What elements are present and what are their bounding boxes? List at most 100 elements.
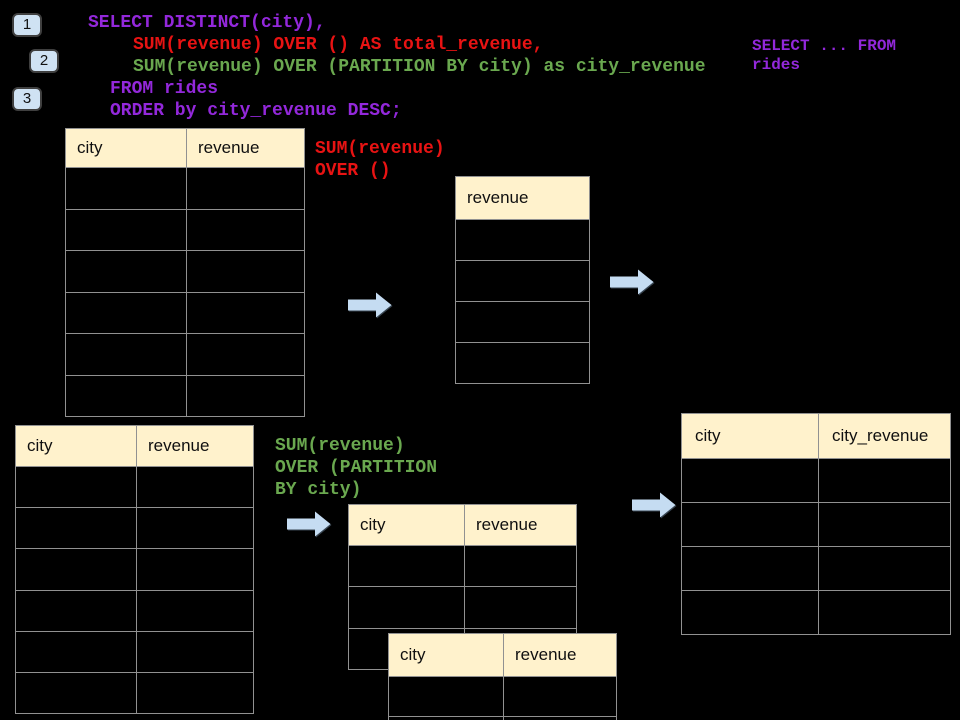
column-header-city: city — [695, 426, 721, 445]
table-row — [682, 546, 950, 590]
column-header-revenue: revenue — [503, 634, 616, 676]
empty-cell — [16, 467, 136, 507]
annotation-partition-line-2: OVER (PARTITION — [275, 458, 438, 478]
table-row — [682, 590, 950, 634]
empty-cell — [464, 587, 576, 628]
table-row — [456, 301, 589, 342]
table-row — [66, 291, 304, 334]
table-partition-input: city revenue — [348, 504, 577, 670]
column-header-city-revenue: city_revenue — [818, 414, 950, 458]
annotation-partition-line-3: BY city) — [275, 480, 362, 500]
empty-cell — [16, 591, 136, 631]
arrow-right-icon — [348, 292, 392, 318]
arrow-right-icon — [287, 511, 331, 537]
empty-cell — [136, 467, 253, 508]
arrow-right-icon — [632, 492, 676, 518]
column-header-revenue: revenue — [136, 426, 253, 466]
empty-cell — [818, 591, 950, 634]
table-row — [16, 671, 253, 714]
table-row — [456, 342, 589, 383]
table-row — [16, 630, 253, 672]
empty-cell — [16, 673, 136, 713]
table-row — [66, 167, 304, 209]
table-row — [682, 502, 950, 546]
annotation-total-line-1: SUM(revenue) — [315, 139, 445, 159]
sql-line-order: ORDER by city_revenue DESC; — [110, 101, 402, 121]
column-header-revenue: revenue — [467, 188, 529, 207]
empty-cell — [349, 546, 464, 586]
empty-cell — [464, 546, 576, 587]
table-row — [349, 586, 576, 628]
corner-note-line-1: SELECT ... FROM — [752, 37, 897, 55]
table-row — [66, 250, 304, 292]
empty-cell — [503, 717, 616, 720]
empty-cell — [66, 376, 186, 417]
column-header-city: city — [360, 515, 386, 534]
empty-cell — [818, 503, 950, 546]
table-row — [389, 716, 616, 720]
table-row — [16, 548, 253, 590]
empty-cell — [66, 168, 186, 209]
empty-cell — [16, 508, 136, 548]
table-row — [456, 219, 589, 260]
corner-note: SELECT ... FROM rides — [752, 37, 896, 75]
empty-cell — [682, 591, 818, 634]
empty-cell — [186, 292, 304, 333]
column-header-city: city — [400, 645, 426, 664]
table-row — [66, 333, 304, 375]
empty-cell — [16, 549, 136, 589]
empty-cell — [136, 672, 253, 714]
annotation-total-line-2: OVER () — [315, 161, 391, 181]
empty-cell — [682, 503, 818, 546]
column-header-revenue: revenue — [464, 505, 576, 545]
empty-cell — [682, 547, 818, 590]
table-row — [349, 545, 576, 587]
empty-cell — [136, 549, 253, 590]
empty-cell — [456, 220, 589, 260]
step-badge-3: 3 — [12, 87, 42, 111]
table-row — [66, 208, 304, 251]
table-source-bottom: city revenue — [15, 425, 254, 715]
table-row — [16, 507, 253, 549]
empty-cell — [818, 547, 950, 590]
table-result: city city_revenue — [681, 413, 951, 635]
empty-cell — [136, 508, 253, 549]
table-row — [682, 458, 950, 502]
annotation-total-window: SUM(revenue) OVER () — [315, 138, 445, 182]
sql-line-from: FROM rides — [110, 79, 219, 99]
empty-cell — [818, 459, 950, 502]
table-source-top: city revenue — [65, 128, 305, 417]
corner-note-line-2: rides — [752, 56, 801, 74]
table-row — [16, 589, 253, 631]
empty-cell — [456, 343, 589, 383]
sql-line-select: SELECT DISTINCT(city), — [88, 13, 326, 33]
table-row — [456, 260, 589, 301]
step-badge-2: 2 — [29, 49, 59, 73]
empty-cell — [66, 293, 186, 334]
empty-cell — [456, 302, 589, 342]
empty-cell — [136, 590, 253, 631]
step-badge-1: 1 — [12, 13, 42, 37]
table-row — [16, 466, 253, 508]
empty-cell — [136, 631, 253, 672]
empty-cell — [66, 251, 186, 292]
column-header-revenue: revenue — [186, 129, 304, 167]
annotation-partition-window: SUM(revenue) OVER (PARTITION BY city) — [275, 435, 437, 501]
empty-cell — [66, 334, 186, 375]
empty-cell — [682, 459, 818, 502]
empty-cell — [186, 375, 304, 416]
empty-cell — [186, 209, 304, 250]
table-total-revenue: revenue — [455, 176, 590, 384]
annotation-partition-line-1: SUM(revenue) — [275, 436, 405, 456]
empty-cell — [66, 210, 186, 251]
empty-cell — [186, 334, 304, 375]
sql-line-total: SUM(revenue) OVER () AS total_revenue, — [133, 35, 544, 55]
empty-cell — [16, 632, 136, 672]
empty-cell — [186, 168, 304, 209]
arrow-right-icon — [610, 269, 654, 295]
empty-cell — [456, 261, 589, 301]
table-row — [389, 676, 616, 716]
sql-line-partition: SUM(revenue) OVER (PARTITION BY city) as… — [133, 57, 706, 77]
empty-cell — [186, 251, 304, 292]
